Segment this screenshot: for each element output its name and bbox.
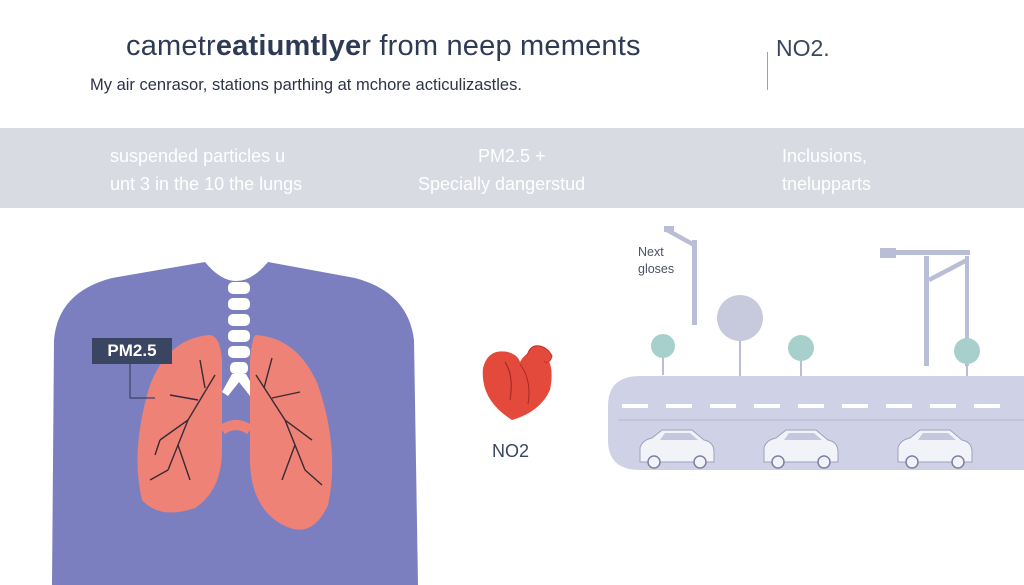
- band-right-text: Inclusions, tnelupparts: [782, 142, 871, 198]
- band-left-line-2: unt 3 in the 10 the lungs: [110, 174, 303, 194]
- page-title: cametreatiumtlyer from neep mements: [126, 30, 641, 63]
- tree-big: [717, 295, 763, 376]
- pm25-label: PM2.5: [92, 338, 172, 364]
- left-bronchi: [149, 359, 216, 481]
- spine: [222, 282, 256, 396]
- header-no2-label: NO2.: [776, 35, 830, 61]
- car-3: [897, 429, 973, 469]
- lamp-post-left: [664, 226, 697, 325]
- title-bold-part: eatiumtlye: [215, 30, 362, 62]
- street-sign-label: Next gloses: [638, 244, 674, 278]
- page-subtitle: My air cenrasor, stations parthing at mc…: [90, 76, 522, 94]
- pm-pointer-line: [129, 364, 155, 399]
- band-right-line-2: tnelupparts: [782, 174, 872, 194]
- band-left-line-1: suspended particles u: [110, 146, 286, 166]
- info-band: [0, 128, 1024, 208]
- street-sign-line-2: gloses: [638, 262, 675, 276]
- right-bronchi: [255, 357, 323, 486]
- band-mid-line-1: PM2.5 +: [478, 146, 546, 166]
- heart-icon: [482, 345, 553, 420]
- title-part-2: r from neep mements: [361, 30, 641, 62]
- street-sign-line-1: Next: [638, 245, 664, 259]
- lamp-post-right: [880, 248, 970, 366]
- car-1: [639, 429, 715, 469]
- left-lung: [137, 335, 222, 513]
- bronchi-connector: [219, 420, 253, 435]
- lane-markings: [622, 404, 1000, 408]
- car-2: [763, 429, 839, 469]
- header-divider: [767, 52, 768, 90]
- band-left-text: suspended particles u unt 3 in the 10 th…: [110, 142, 302, 198]
- band-mid-line-2: Specially dangerstud: [418, 174, 586, 194]
- right-lung: [249, 335, 333, 530]
- tree-1: [651, 334, 675, 375]
- title-part-1: cametr: [126, 30, 216, 62]
- tree-2: [788, 335, 814, 376]
- band-mid-text: PM2.5 + Specially dangerstud: [418, 142, 585, 198]
- tree-3: [954, 338, 980, 376]
- band-right-line-1: Inclusions,: [782, 146, 868, 166]
- heart-no2-label: NO2: [492, 441, 530, 461]
